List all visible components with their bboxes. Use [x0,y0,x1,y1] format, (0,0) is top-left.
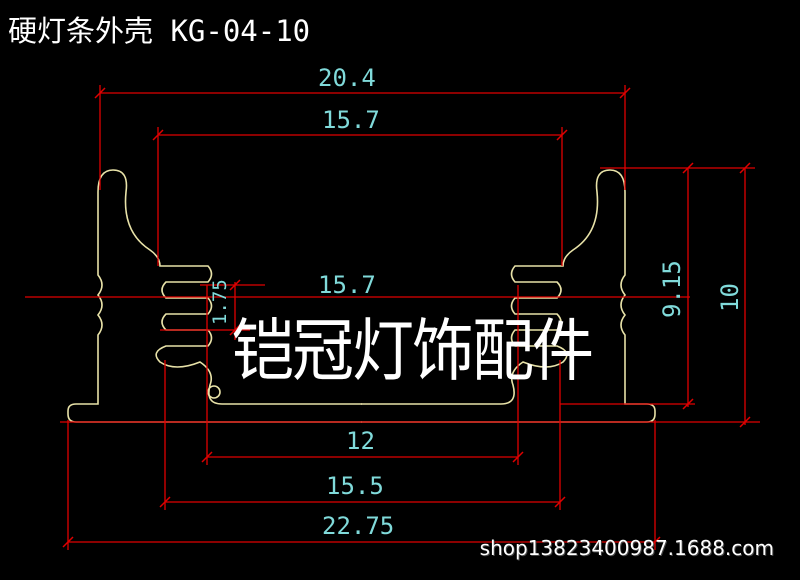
dim-inner-mid-width: 15.7 [318,271,376,299]
drawing-title: 硬灯条外壳 KG-04-10 [8,14,311,48]
dim-overall-height: 10 [716,283,744,312]
dim-inner-top-width: 15.7 [322,106,380,134]
dim-inner-height: 9.15 [658,260,686,318]
profile-outline [67,169,656,423]
dim-overall-width: 22.75 [322,512,394,540]
dimension-labels: 20.4 15.7 15.7 1.75 12 15.5 22.75 9.15 1… [209,64,744,540]
dim-overall-top-width: 20.4 [318,64,376,92]
dim-base-width: 15.5 [326,472,384,500]
dim-base-inner-width: 12 [346,427,375,455]
dimension-lines [25,85,760,550]
watermark-text: 铠冠灯饰配件 [232,310,594,392]
shop-url: shop13823400987.1688.com [479,536,774,560]
dim-fin-pitch: 1.75 [209,279,231,325]
groove-circle [207,385,221,399]
